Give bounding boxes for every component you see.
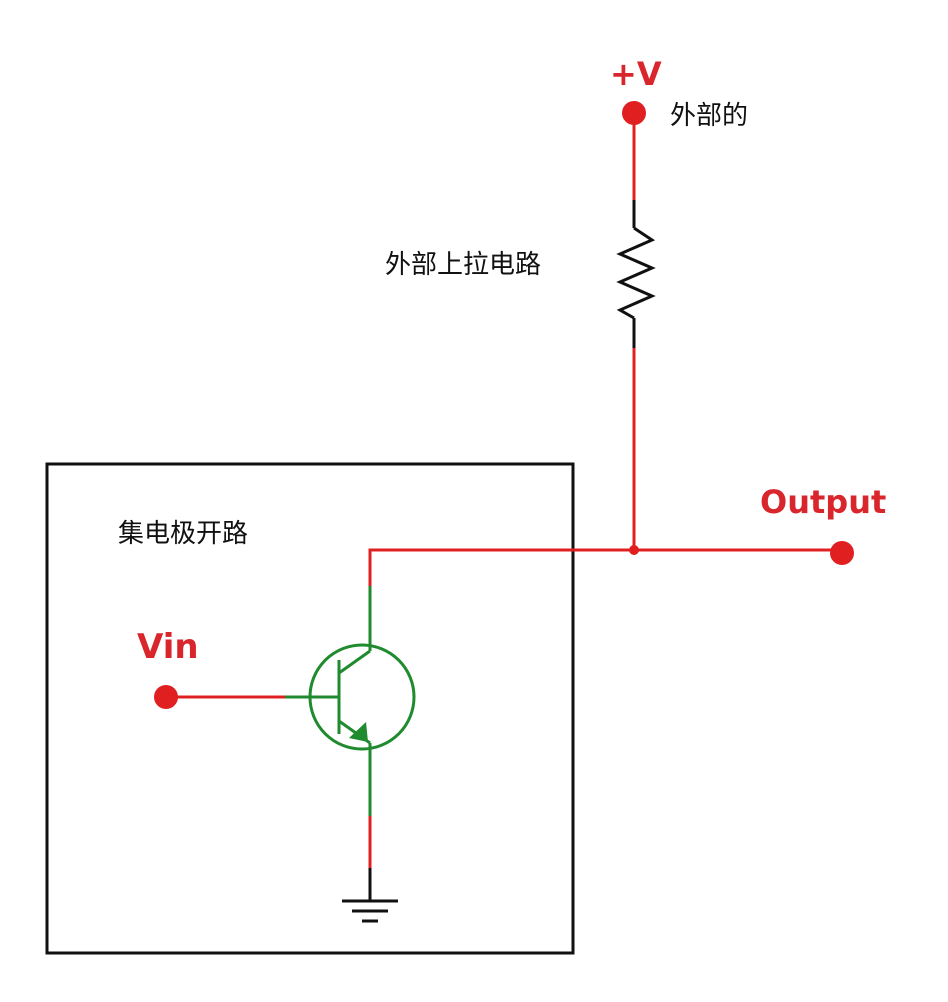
- emitter-arrow: [349, 722, 368, 742]
- pullup-resistor: [616, 226, 656, 320]
- box-title-label: 集电极开路: [118, 519, 248, 549]
- input-label: Vin: [137, 627, 199, 667]
- supply-terminal: [622, 101, 646, 125]
- junction-dot: [629, 545, 639, 555]
- supply-label: +V: [610, 55, 662, 93]
- output-terminal: [830, 541, 854, 565]
- ground-symbol: [342, 899, 398, 923]
- output-label: Output: [760, 483, 886, 521]
- collector-output-wire: [368, 548, 842, 586]
- npn-transistor: [285, 586, 416, 816]
- input-terminal: [154, 685, 178, 709]
- device-box: [45, 462, 575, 955]
- supply-note-label: 外部的: [670, 101, 748, 131]
- pullup-label: 外部上拉电路: [385, 250, 541, 280]
